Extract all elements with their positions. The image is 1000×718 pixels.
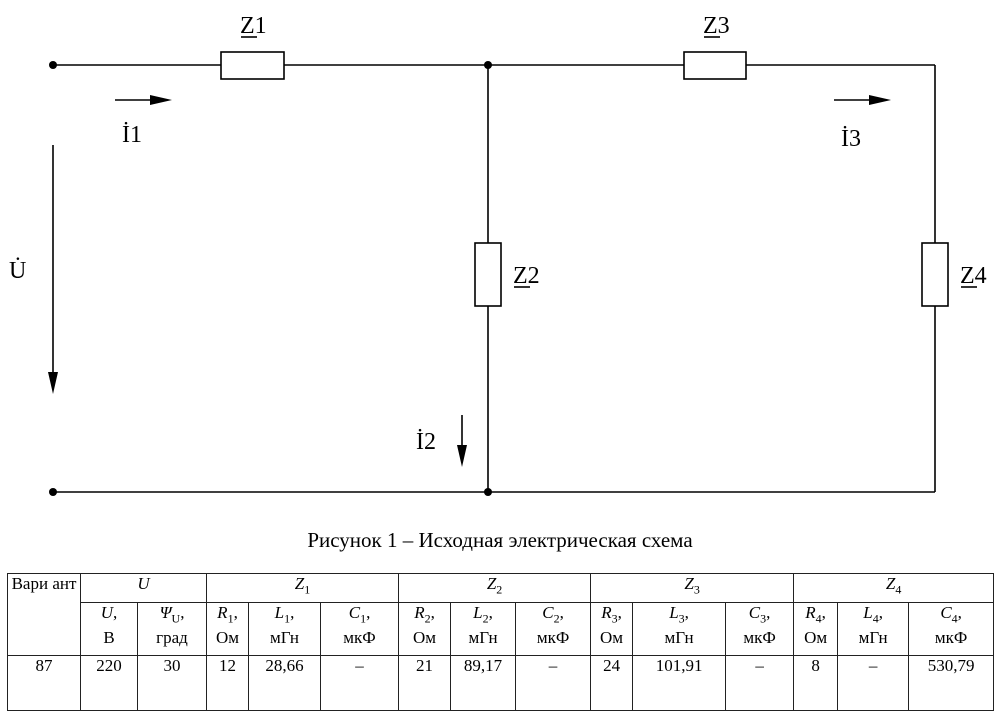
group-header-z3: Z3 <box>590 573 795 603</box>
label-i3: İ3 <box>841 126 861 152</box>
value-cell: – <box>837 655 910 711</box>
i2-arrow-head <box>457 445 467 467</box>
group-header-z4: Z4 <box>793 573 995 603</box>
label-z1: Z1 <box>240 13 267 39</box>
value-cell: 89,17 <box>450 655 517 711</box>
column-header: C2,мкФ <box>515 602 592 656</box>
column-header: R4,Ом <box>793 602 839 656</box>
column-header: L2,мГн <box>450 602 517 656</box>
column-header: ΨU,град <box>137 602 207 656</box>
variant-header: Вари ант <box>7 573 81 656</box>
group-header-u: U <box>80 573 207 603</box>
column-header: L4,мГн <box>837 602 910 656</box>
resistor-z1 <box>220 51 285 80</box>
column-header: L3,мГн <box>632 602 727 656</box>
value-cell: 30 <box>137 655 207 711</box>
column-header: L1,мГн <box>248 602 321 656</box>
column-header: R2,Ом <box>398 602 452 656</box>
column-header: R3,Ом <box>590 602 634 656</box>
node-dot <box>49 61 57 69</box>
label-i1: İ1 <box>122 122 142 148</box>
i3-arrow-head <box>869 95 891 105</box>
value-cell: – <box>319 655 400 711</box>
variant-cell: 87 <box>7 655 81 711</box>
column-header: C4,мкФ <box>908 602 995 656</box>
value-cell: 28,66 <box>248 655 321 711</box>
value-cell: 21 <box>398 655 452 711</box>
column-header: R1,Ом <box>206 602 249 656</box>
circuit-diagram: Z1 Z3 Z2 Z4 İ1 İ3 İ2 U̇ <box>9 13 987 496</box>
label-z2: Z2 <box>513 263 540 289</box>
node-dot <box>484 488 492 496</box>
group-header-z2: Z2 <box>398 573 592 603</box>
figure-caption: Рисунок 1 – Исходная электрическая схема <box>307 528 693 552</box>
value-cell: 24 <box>590 655 634 711</box>
value-cell: 8 <box>793 655 839 711</box>
group-header-z1: Z1 <box>205 573 400 603</box>
table-header-row: Вари ант U Z1 Z2 Z3 Z4 <box>7 573 995 656</box>
value-cell: – <box>725 655 795 711</box>
label-i2: İ2 <box>416 429 436 455</box>
column-header: C1,мкФ <box>319 602 400 656</box>
label-u: U̇ <box>9 257 26 284</box>
label-z4: Z4 <box>960 263 987 289</box>
node-dot <box>484 61 492 69</box>
node-dot <box>49 488 57 496</box>
value-cell: 12 <box>206 655 249 711</box>
value-cell: 101,91 <box>632 655 727 711</box>
resistor-z4 <box>921 242 949 307</box>
column-header: C3,мкФ <box>725 602 795 656</box>
column-header: U,В <box>80 602 138 656</box>
resistor-z3 <box>683 51 747 80</box>
value-cell: 220 <box>80 655 138 711</box>
value-cell: – <box>515 655 592 711</box>
voltage-arrow-head <box>48 372 58 394</box>
i1-arrow-head <box>150 95 172 105</box>
resistor-z2 <box>474 242 502 307</box>
value-cell: 530,79 <box>908 655 995 711</box>
label-z3: Z3 <box>703 13 730 39</box>
